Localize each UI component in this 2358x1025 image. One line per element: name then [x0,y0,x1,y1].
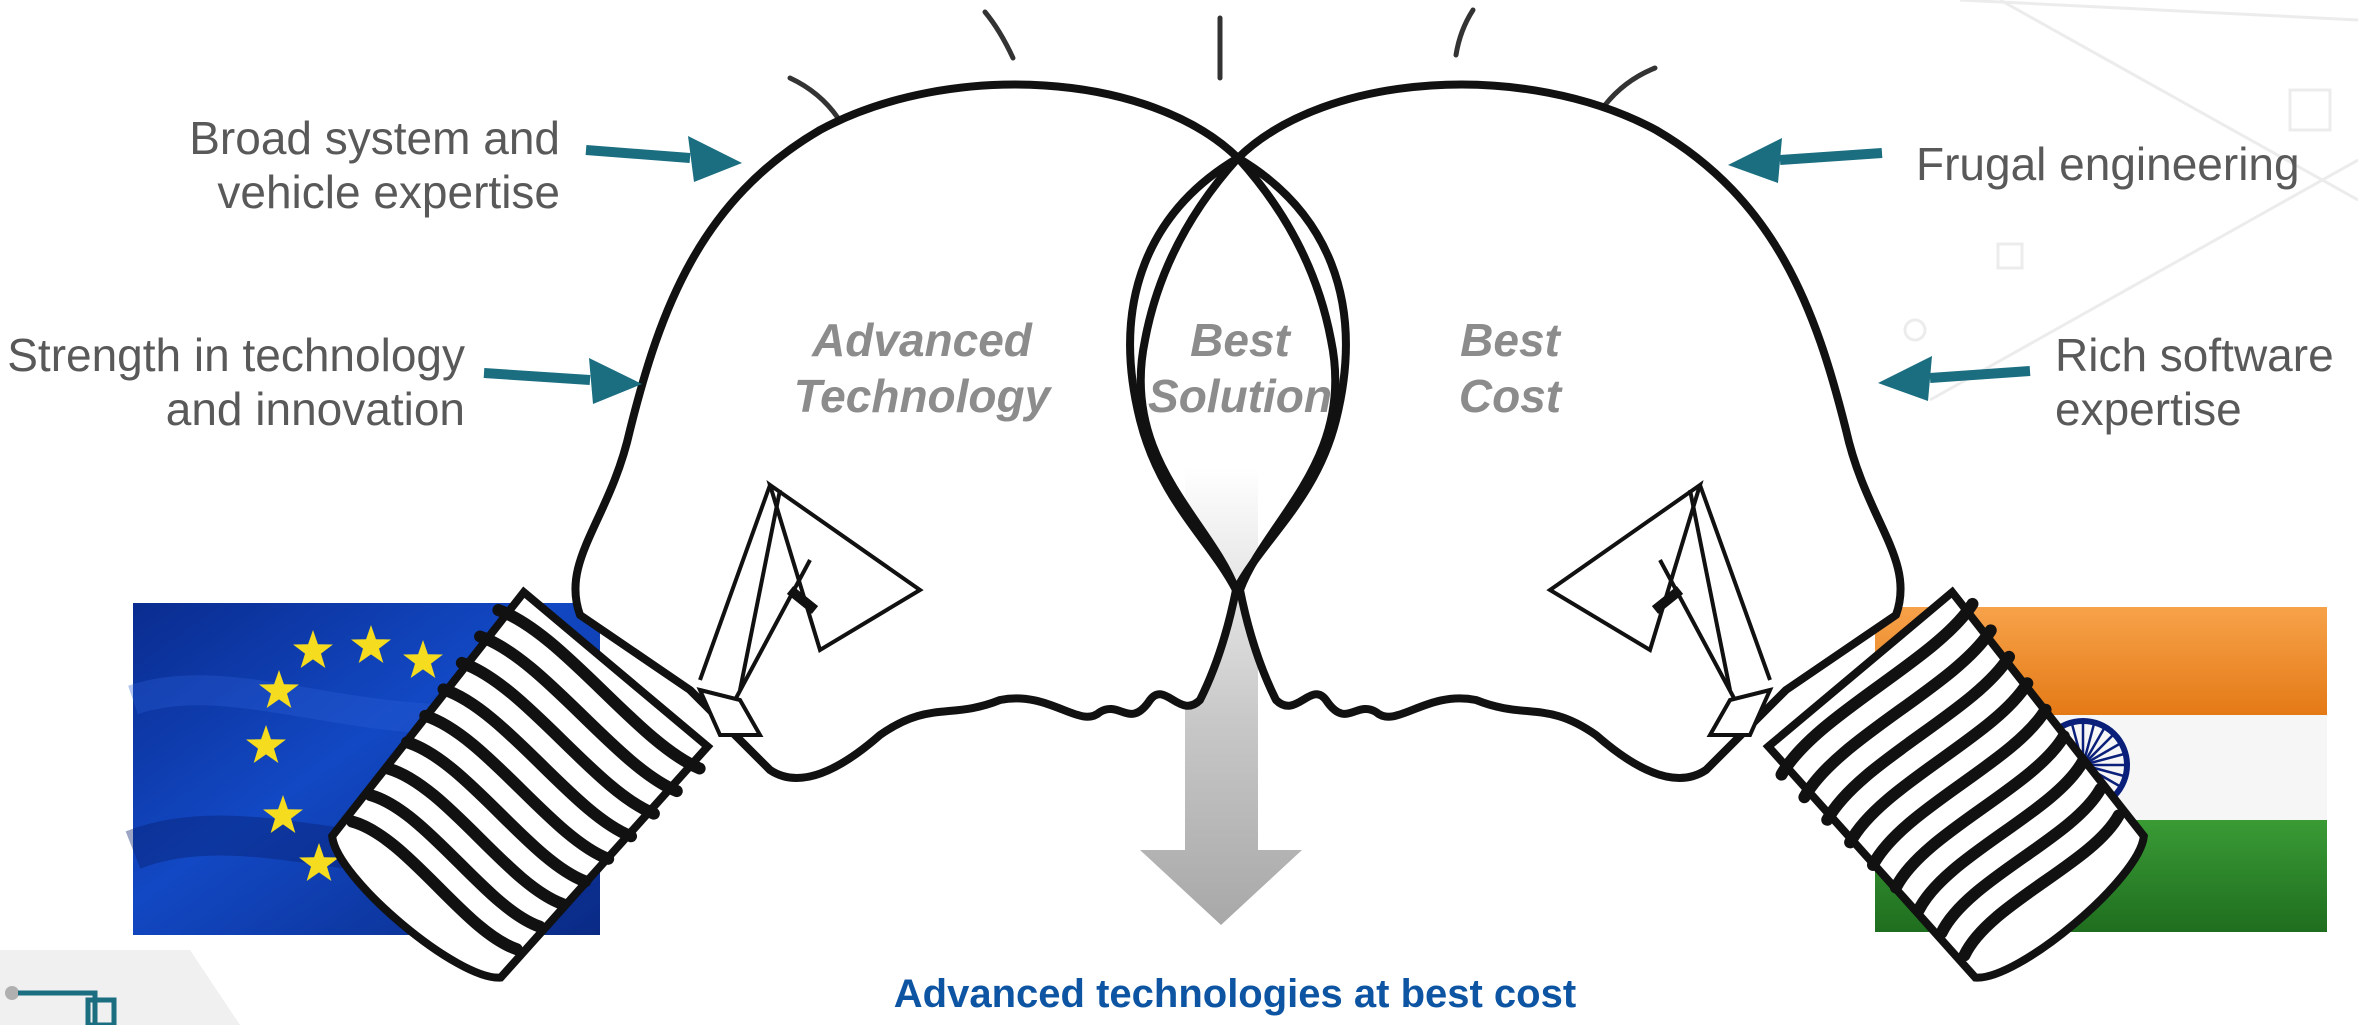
bulb-text-line: Cost [1458,370,1562,422]
bulb-text-line: Best [1190,314,1290,366]
label-broad-system: Broad system and vehicle expertise [189,111,560,219]
label-line: Rich software [2055,329,2334,381]
corner-decoration [0,950,240,1025]
arrow-left-bottom [483,358,642,404]
label-line: Broad system and [189,112,560,164]
caption: Advanced technologies at best cost [893,972,1577,1016]
bulb-text-line: Best [1460,314,1560,366]
bulb-text-best-cost: Best Cost [1400,312,1620,424]
label-line: expertise [2055,383,2242,435]
bulb-text-line: Advanced [812,314,1032,366]
label-line: vehicle expertise [217,166,560,218]
teal-arrows [483,136,2031,404]
arrow-right-bottom [1878,356,2031,401]
label-line: Strength in technology [7,329,465,381]
label-line: Frugal engineering [1916,138,2300,190]
label-line: and innovation [165,383,465,435]
circuit-decoration [1903,0,2358,402]
bulb-text-best-solution: Best Solution [1135,312,1345,424]
bulb-text-line: Technology [793,370,1051,422]
down-arrow-icon [1140,468,1302,925]
overlap-outline [1126,153,1350,599]
label-frugal-engineering: Frugal engineering [1916,137,2300,191]
arrow-right-top [1728,138,1883,183]
lightbulb-left [328,80,1242,982]
arrow-left-top [585,136,742,182]
lightbulb-right [1234,80,2148,982]
bulb-text-line: Solution [1148,370,1332,422]
label-rich-software: Rich software expertise [2055,328,2334,436]
light-rays [787,7,1658,121]
label-strength-technology: Strength in technology and innovation [7,328,465,436]
bulb-text-advanced-technology: Advanced Technology [782,312,1062,424]
